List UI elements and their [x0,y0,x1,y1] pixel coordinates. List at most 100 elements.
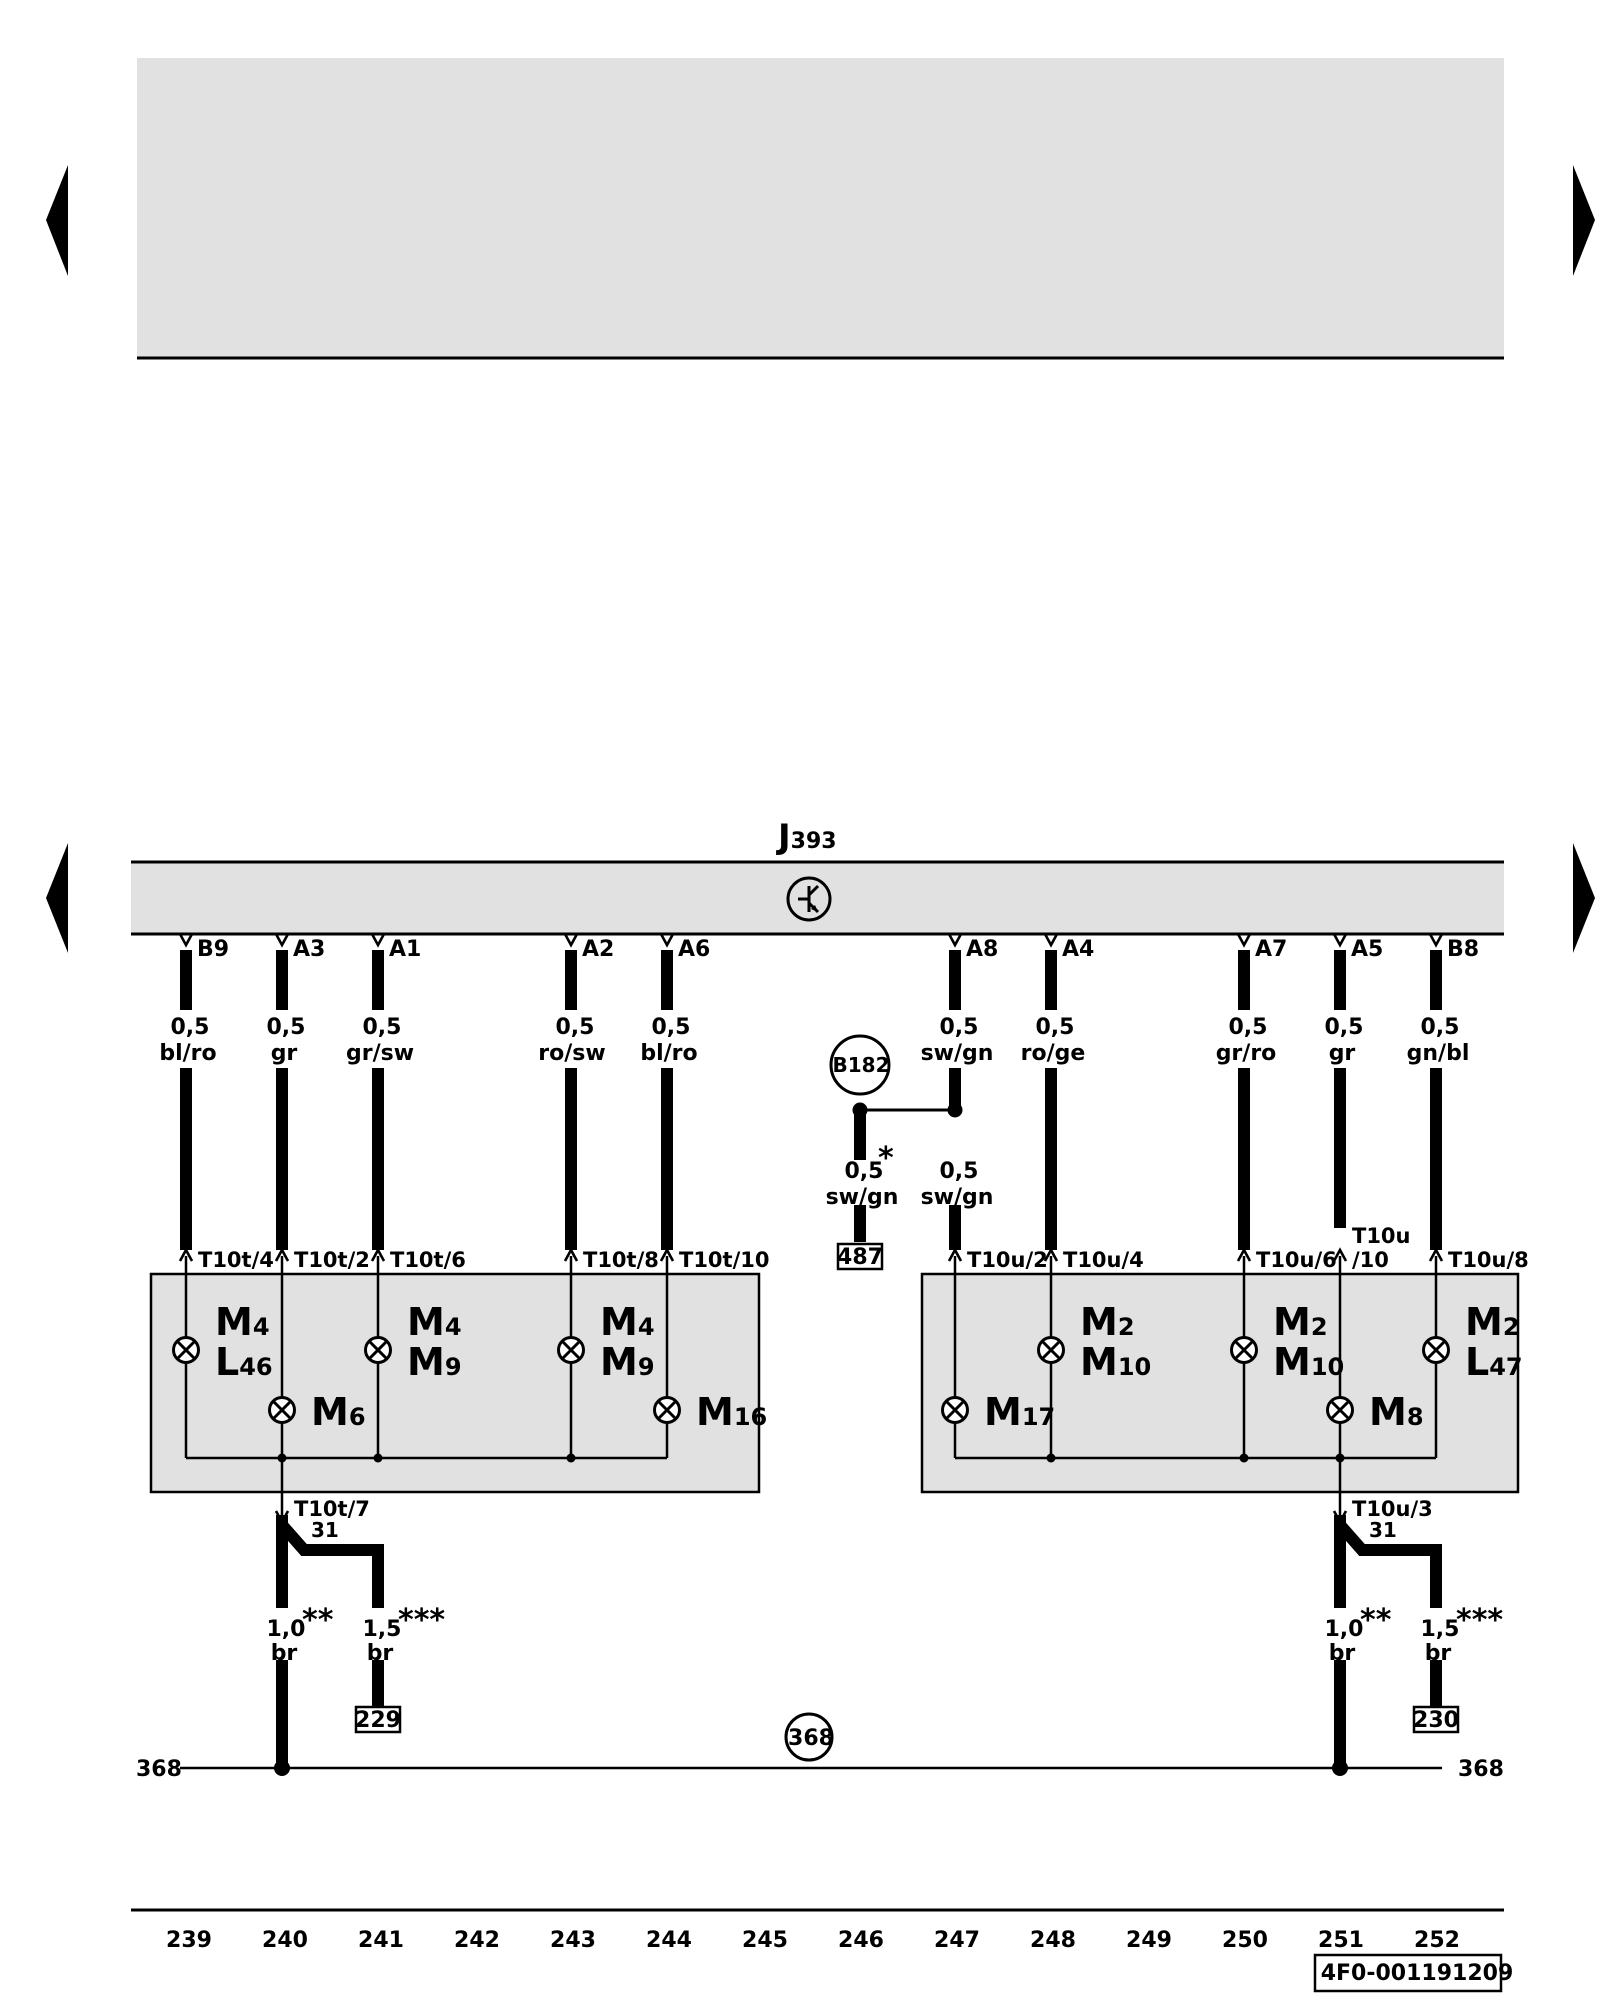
connector-b182 [829,1034,891,1096]
svg-text:gr/sw: gr/sw [346,1041,414,1066]
svg-text:M9: M9 [600,1340,655,1384]
svg-text:sw/gn: sw/gn [921,1185,994,1210]
svg-text:bl/ro: bl/ro [159,1041,216,1066]
prev-page-arrow-bottom[interactable] [46,843,68,953]
lamp-assembly-right [920,1272,1520,1494]
svg-text:244: 244 [646,1928,692,1953]
svg-text:M10: M10 [1273,1340,1344,1384]
wire-labels: 0,5 bl/ro 0,5 gr 0,5 gr/sw 0,5 ro/sw 0,5… [159,1010,1470,1210]
svg-text:M6: M6 [311,1390,366,1434]
svg-text:M16: M16 [696,1390,767,1434]
control-unit-j393 [131,862,1504,934]
bulb-icon [941,1396,969,1424]
ref-487 [836,1242,884,1271]
svg-text:M4: M4 [407,1300,462,1344]
svg-text:0,5: 0,5 [1229,1015,1268,1040]
svg-text:M4: M4 [600,1300,655,1344]
svg-text:ro/sw: ro/sw [538,1041,605,1066]
svg-text:T10t/10: T10t/10 [679,1248,769,1272]
next-page-arrow-bottom[interactable] [1573,843,1595,953]
svg-text:gr/ro: gr/ro [1216,1041,1277,1066]
wires-lower [180,1068,1442,1250]
svg-text:sw/gn: sw/gn [826,1185,899,1210]
ref-230 [1412,1705,1460,1734]
pin-a8: A8 [966,937,998,962]
svg-text:bl/ro: bl/ro [640,1041,697,1066]
asterisk-note: * [878,1141,894,1176]
drawing-number: 4F0-001191209 [1321,1961,1514,1986]
pin-b8: B8 [1447,937,1479,962]
svg-text:T10u/3: T10u/3 [1352,1497,1433,1521]
svg-text:M10: M10 [1080,1340,1151,1384]
bulb-icon [172,1336,200,1364]
svg-text:31: 31 [1369,1518,1397,1542]
svg-text:0,5: 0,5 [267,1015,306,1040]
splice-dot-left [852,1102,868,1118]
svg-text:251: 251 [1318,1928,1364,1953]
svg-text:/10: /10 [1352,1248,1389,1272]
drawing-number-box [1313,1953,1503,1993]
ground-wires [276,1515,1442,1768]
electronic-symbol-icon [786,876,832,922]
ground-pin-labels: T10t/7 31 T10u/3 31 [274,1497,1433,1542]
pin-a6: A6 [678,937,710,962]
bulb-icon [268,1396,296,1424]
svg-text:L46: L46 [215,1340,273,1384]
lamp-labels: M4 L46 M6 M4 M9 M4 M9 M16 M17 M2 M10 M2 … [215,1300,1523,1434]
svg-text:250: 250 [1222,1928,1268,1953]
svg-text:M4: M4 [215,1300,270,1344]
svg-text:M2: M2 [1273,1300,1328,1344]
svg-text:243: 243 [550,1928,596,1953]
svg-text:229: 229 [355,1708,401,1733]
svg-text:ro/ge: ro/ge [1021,1041,1086,1066]
bulb-icon [557,1336,585,1364]
svg-text:0,5: 0,5 [845,1159,884,1184]
bulb-icon [1422,1336,1450,1364]
svg-text:0,5: 0,5 [940,1159,979,1184]
svg-text:31: 31 [311,1518,339,1542]
ground-ref-right: 368 [1458,1757,1504,1782]
internal-junctions [277,1453,1345,1463]
connector-pin-labels: T10t/4 T10t/2 T10t/6 T10t/8 T10t/10 T10u… [178,1224,1529,1272]
svg-text:242: 242 [454,1928,500,1953]
pin-b9: B9 [197,937,229,962]
pin-a4: A4 [1062,937,1094,962]
svg-text:245: 245 [742,1928,788,1953]
svg-text:1,0: 1,0 [267,1617,306,1642]
svg-text:230: 230 [1413,1708,1459,1733]
ground-ref-left: 368 [136,1757,182,1782]
svg-text:247: 247 [934,1928,980,1953]
prev-page-arrow-top[interactable] [46,165,68,276]
svg-text:M8: M8 [1369,1390,1424,1434]
svg-text:br: br [271,1641,298,1666]
svg-text:0,5: 0,5 [1036,1015,1075,1040]
svg-text:T10t/6: T10t/6 [390,1248,466,1272]
ground-junction-251 [1332,1760,1348,1776]
next-page-arrow-top[interactable] [1573,165,1595,276]
svg-text:T10t/2: T10t/2 [294,1248,370,1272]
track-numbers: 239 240 241 242 243 244 245 246 247 248 … [166,1928,1460,1953]
svg-text:gn/bl: gn/bl [1407,1041,1470,1066]
svg-text:0,5: 0,5 [363,1015,402,1040]
bulb-icon [1037,1336,1065,1364]
svg-text:1,5: 1,5 [1421,1617,1460,1642]
svg-text:L47: L47 [1465,1340,1523,1384]
svg-text:T10t/7: T10t/7 [294,1497,370,1521]
svg-text:sw/gn: sw/gn [921,1041,994,1066]
bulb-icon [1230,1336,1258,1364]
svg-text:B182: B182 [833,1053,890,1077]
svg-text:0,5: 0,5 [652,1015,691,1040]
svg-text:239: 239 [166,1928,212,1953]
svg-text:1,0: 1,0 [1325,1617,1364,1642]
svg-text:0,5: 0,5 [940,1015,979,1040]
pin-a7: A7 [1255,937,1287,962]
svg-text:248: 248 [1030,1928,1076,1953]
bulb-icon [364,1336,392,1364]
svg-text:0,5: 0,5 [1421,1015,1460,1040]
wires-upper [180,950,1442,1010]
svg-text:***: *** [398,1603,445,1638]
svg-text:T10u/4: T10u/4 [1063,1248,1144,1272]
pin-a3: A3 [293,937,325,962]
pin-a2: A2 [582,937,614,962]
svg-text:M17: M17 [984,1390,1055,1434]
